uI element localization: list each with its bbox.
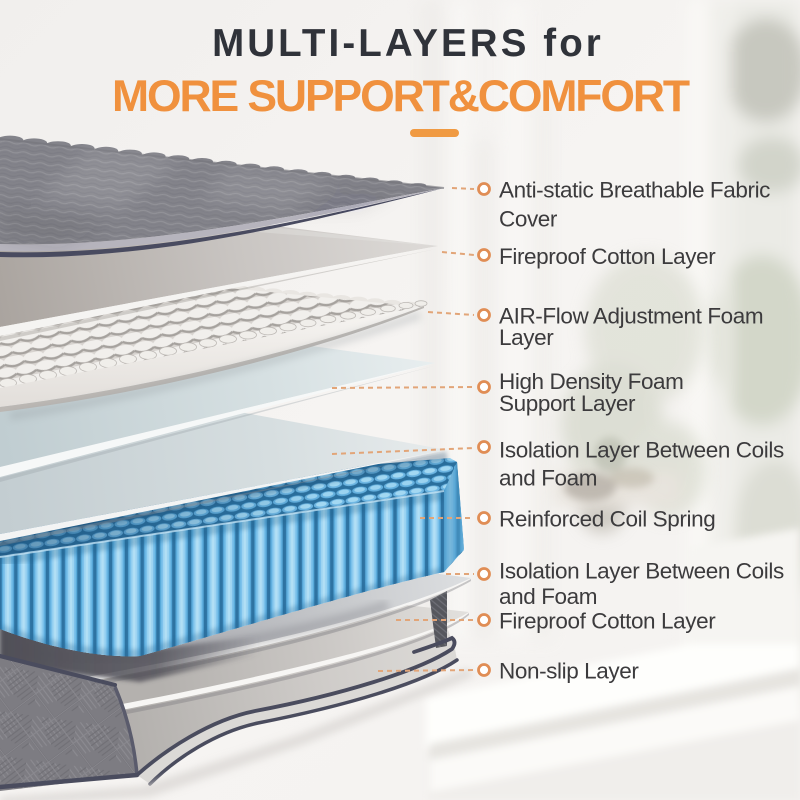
svg-text:Reinforced Coil Spring: Reinforced Coil Spring	[499, 507, 715, 532]
svg-text:MULTI-LAYERS for: MULTI-LAYERS for	[212, 22, 604, 65]
svg-text:MORE SUPPORT&COMFORT: MORE SUPPORT&COMFORT	[112, 72, 690, 121]
svg-text:Fireproof Cotton Layer: Fireproof Cotton Layer	[499, 244, 716, 269]
svg-text:Anti-static Breathable Fabric: Anti-static Breathable Fabric	[499, 178, 770, 203]
svg-text:Support Layer: Support Layer	[499, 391, 636, 416]
svg-text:Cover: Cover	[499, 207, 558, 232]
svg-text:Non-slip Layer: Non-slip Layer	[499, 659, 639, 684]
svg-text:Isolation Layer Between Coils: Isolation Layer Between Coils	[499, 438, 784, 463]
svg-text:Layer: Layer	[499, 325, 554, 350]
svg-text:and Foam: and Foam	[499, 466, 597, 491]
svg-text:Fireproof Cotton Layer: Fireproof Cotton Layer	[499, 609, 716, 634]
svg-text:Isolation Layer Between Coils: Isolation Layer Between Coils	[499, 559, 784, 584]
svg-text:High Density Foam: High Density Foam	[499, 369, 684, 394]
svg-text:and Foam: and Foam	[499, 584, 597, 609]
svg-text:AIR-Flow Adjustment Foam: AIR-Flow Adjustment Foam	[499, 304, 763, 329]
